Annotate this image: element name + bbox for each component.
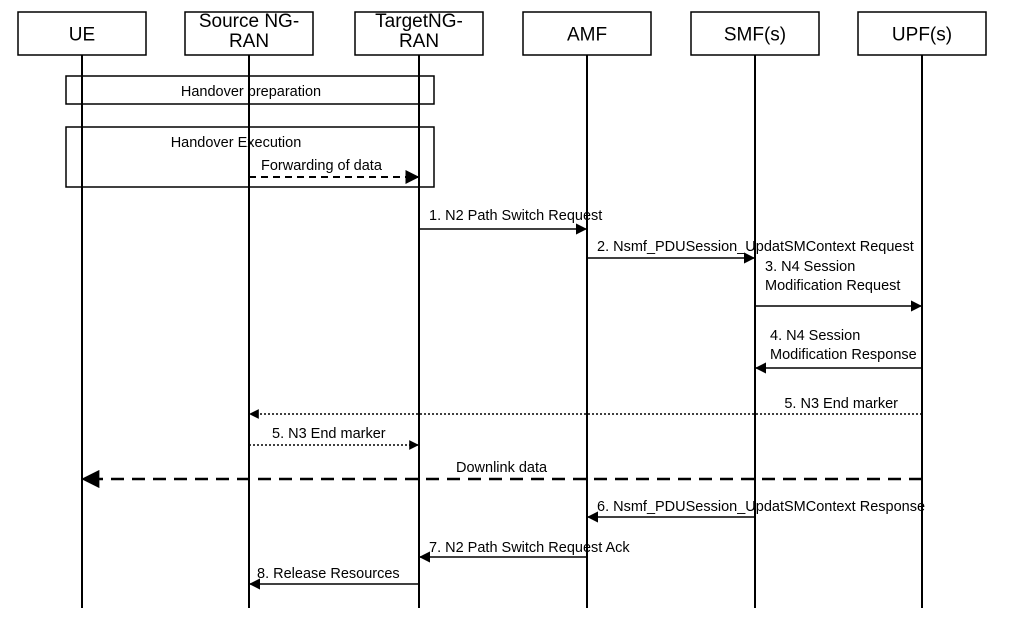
- message-release-resources: 8. Release Resources: [248, 566, 419, 590]
- message-label-release-resources: 8. Release Resources: [257, 566, 400, 582]
- message-forwarding-of-data: Forwarding of data: [249, 158, 420, 184]
- entity-amf: AMF: [522, 11, 652, 56]
- entity-box-amf: [522, 11, 652, 56]
- message-label-nsmf-updatsmcontext-response: 6. Nsmf_PDUSession_UpdatSMContext Respon…: [597, 499, 925, 515]
- entity-box-target-ng-ran: [354, 11, 484, 56]
- message-label-forwarding-of-data: Forwarding of data: [261, 158, 383, 174]
- message-n3-end-marker-upf: 5. N3 End marker: [249, 396, 922, 419]
- entity-label-upf: UPF(s): [892, 25, 952, 46]
- entity-target-ng-ran: TargetNG-RAN: [354, 11, 484, 56]
- entity-ue: UE: [17, 11, 147, 56]
- message-label-n2-path-switch-request: 1. N2 Path Switch Request: [429, 208, 602, 224]
- message-n2-path-switch-request-ack: 7. N2 Path Switch Request Ack: [418, 540, 630, 563]
- entity-label-ue: UE: [69, 25, 95, 46]
- message-n3-end-marker-source: 5. N3 End marker: [249, 426, 419, 450]
- entity-source-ng-ran: Source NG-RAN: [184, 11, 314, 56]
- group-label-handover-execution: Handover Execution: [171, 135, 302, 151]
- entity-smf: SMF(s): [690, 11, 820, 56]
- message-nsmf-updatsmcontext-request: 2. Nsmf_PDUSession_UpdatSMContext Reques…: [587, 239, 914, 264]
- message-nsmf-updatsmcontext-response: 6. Nsmf_PDUSession_UpdatSMContext Respon…: [586, 499, 925, 523]
- entity-label-target-ng-ran: TargetNG-: [375, 11, 463, 32]
- entity-label-smf: SMF(s): [724, 25, 786, 46]
- message-label-n3-end-marker-upf: 5. N3 End marker: [784, 396, 898, 412]
- entity-label-target-ng-ran: RAN: [399, 31, 439, 52]
- message-label-n4-session-modification-response: Modification Response: [770, 347, 917, 363]
- message-label-downlink-data: Downlink data: [456, 460, 548, 476]
- entity-label-source-ng-ran: Source NG-: [199, 11, 299, 32]
- entity-label-amf: AMF: [567, 25, 607, 46]
- message-label-n2-path-switch-request-ack: 7. N2 Path Switch Request Ack: [429, 540, 630, 556]
- entity-box-smf: [690, 11, 820, 56]
- message-layer: Forwarding of data 1. N2 Path Switch Requ…: [81, 158, 925, 590]
- entity-label-source-ng-ran: RAN: [229, 31, 269, 52]
- message-label-n4-session-modification-response: 4. N4 Session: [770, 328, 860, 344]
- entity-box-upf: [857, 11, 987, 56]
- group-label-handover-preparation: Handover preparation: [181, 84, 321, 100]
- message-label-n4-session-modification-request: 3. N4 Session: [765, 259, 855, 275]
- message-downlink-data: Downlink data: [81, 460, 922, 489]
- message-n2-path-switch-request: 1. N2 Path Switch Request: [419, 208, 602, 235]
- message-label-n3-end-marker-source: 5. N3 End marker: [272, 426, 386, 442]
- entity-upf: UPF(s): [857, 11, 987, 56]
- message-label-nsmf-updatsmcontext-request: 2. Nsmf_PDUSession_UpdatSMContext Reques…: [597, 239, 914, 255]
- entity-box-ue: [17, 11, 147, 56]
- entity-box-source-ng-ran: [184, 11, 314, 56]
- message-label-n4-session-modification-request: Modification Request: [765, 278, 900, 294]
